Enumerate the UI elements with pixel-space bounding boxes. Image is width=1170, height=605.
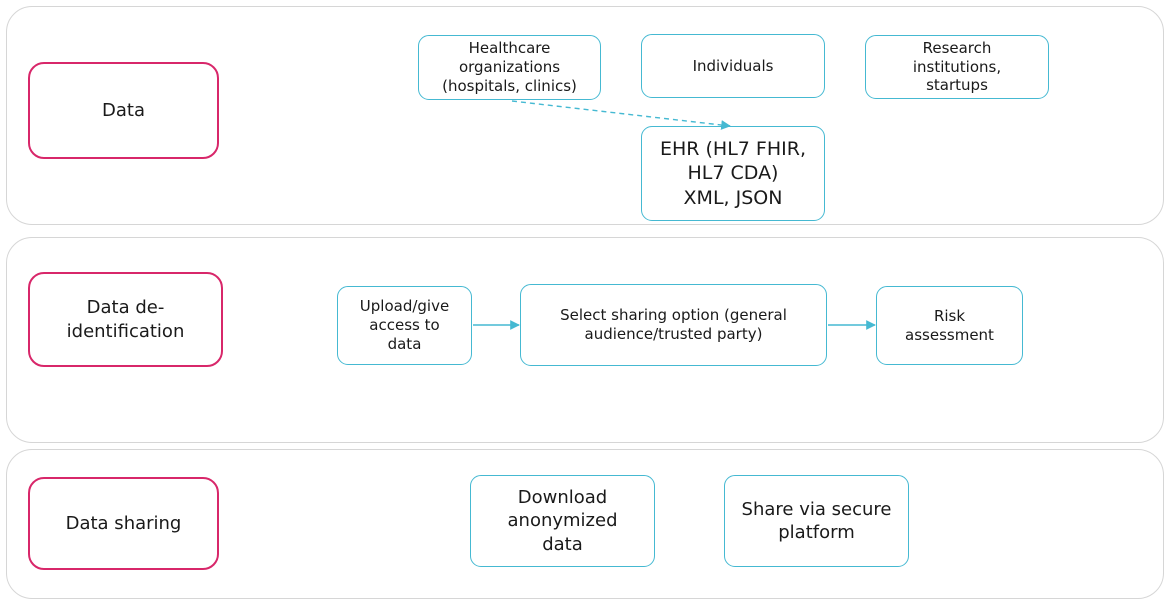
stage-sharing-label: Data sharing bbox=[65, 512, 182, 534]
option-platform-label: Share via secure platform bbox=[741, 498, 892, 543]
source-individuals: Individuals bbox=[641, 34, 825, 98]
option-download-label: Download anonymized data bbox=[507, 487, 618, 555]
step-select-sharing-option: Select sharing option (general audience/… bbox=[520, 284, 827, 366]
option-secure-platform: Share via secure platform bbox=[724, 475, 909, 567]
step-risk-assessment: Risk assessment bbox=[876, 286, 1023, 365]
step-select-label: Select sharing option (general audience/… bbox=[560, 306, 787, 343]
stage-sharing: Data sharing bbox=[28, 477, 219, 570]
data-formats-label: EHR (HL7 FHIR, HL7 CDA) XML, JSON bbox=[659, 138, 806, 209]
step-upload-label: Upload/give access to data bbox=[359, 297, 450, 353]
stage-deidentification: Data de- identification bbox=[28, 272, 223, 367]
option-download: Download anonymized data bbox=[470, 475, 655, 567]
stage-data-label: Data bbox=[102, 99, 145, 121]
source-healthcare-label: Healthcare organizations (hospitals, cli… bbox=[442, 39, 577, 95]
source-individuals-label: Individuals bbox=[692, 56, 774, 75]
stage-data: Data bbox=[28, 62, 219, 159]
source-healthcare-organizations: Healthcare organizations (hospitals, cli… bbox=[418, 35, 601, 100]
source-research-institutions: Research institutions, startups bbox=[865, 35, 1049, 99]
step-risk-label: Risk assessment bbox=[905, 306, 994, 344]
stage-deidentification-label: Data de- identification bbox=[66, 297, 185, 342]
data-formats: EHR (HL7 FHIR, HL7 CDA) XML, JSON bbox=[641, 126, 825, 221]
step-upload: Upload/give access to data bbox=[337, 286, 472, 365]
source-research-label: Research institutions, startups bbox=[912, 38, 1002, 95]
